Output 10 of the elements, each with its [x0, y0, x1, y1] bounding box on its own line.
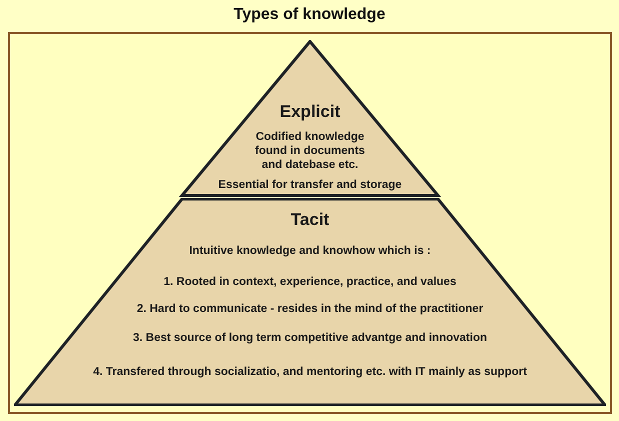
- section-heading: Explicit: [280, 102, 340, 122]
- section-text: Intuitive knowledge and knowhow which is :: [189, 244, 431, 258]
- section-text: Codified knowledge found in documents and datebase etc.: [254, 130, 366, 172]
- section-text: Essential for transfer and storage: [218, 178, 402, 192]
- section-text: 4. Transfered through socializatio, and mentoring etc. with IT mainly as support: [93, 365, 527, 379]
- diagram-title: Types of knowledge: [232, 6, 386, 24]
- section-text: 1. Rooted in context, experience, practice, and values: [164, 275, 456, 289]
- section-heading: Tacit: [290, 210, 330, 230]
- section-text: 3. Best source of long term competitive advantge and innovation: [132, 331, 487, 345]
- section-text: 2. Hard to communicate - resides in the mind of the practitioner: [136, 302, 484, 316]
